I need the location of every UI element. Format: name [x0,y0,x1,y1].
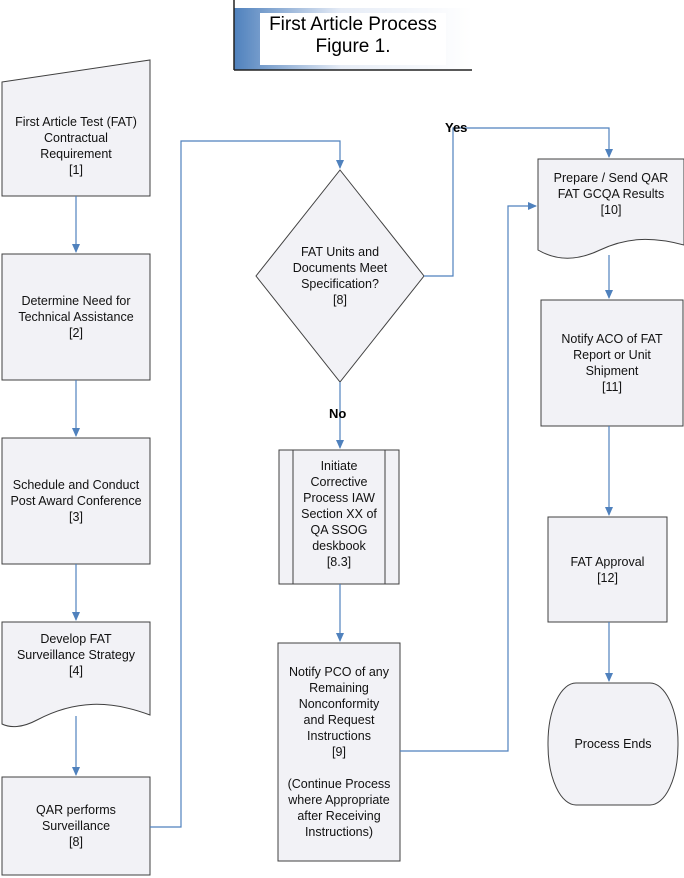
diagram-title: First Article Process Figure 1. [262,14,444,58]
node-text-line: [1] [69,163,83,177]
node-process-ends: Process Ends [548,683,678,805]
node-text-line: Technical Assistance [18,310,134,324]
node-text-line: Instructions) [304,825,374,839]
fat-approval-shape [547,516,668,623]
notify-pco-shape [277,642,401,862]
connector-decision-yes [424,127,613,277]
node-text-line: [11] [602,380,622,394]
title-line-1: First Article Process [269,14,437,35]
node-text-line: Requirement [40,147,112,161]
node-text-line: Surveillance Strategy [16,648,136,662]
node-text-line: [12] [597,570,618,585]
node-text-line: [10] [600,203,622,217]
node-text-line: Initiate [320,459,358,473]
node-text-line: Process Ends [574,737,652,751]
node-fat-approval: FAT Approval[12] [548,517,667,622]
node-text-line: Remaining [309,681,369,695]
node-text-line: Schedule and Conduct [12,478,140,492]
determine-need-shape [1,253,151,381]
node-text-line: Process IAW [303,491,375,505]
node-text-line: Corrective [310,475,368,489]
node-text-line: Instructions [307,729,371,743]
node-text-line: First Article Test (FAT) [15,115,137,129]
fat-requirement-shape [1,59,151,197]
process-ends-shape [547,682,679,806]
node-text-line: (Continue Process [287,777,391,791]
notify-aco-shape [540,299,684,427]
node-text-line: Prepare / Send QAR [553,171,669,185]
node-text-line: and Request [303,713,375,727]
node-text-line: FAT Units and [300,245,380,259]
node-text-line: [8] [69,835,83,849]
node-text-line: Post Award Conference [10,494,142,508]
node-text-line: [9] [332,745,346,759]
node-text-line: Documents Meet [292,261,388,275]
yes-label: Yes [445,120,468,135]
node-text-line: Determine Need for [21,294,131,308]
node-text-line: [8.3] [326,555,352,569]
send-results-shape [537,158,684,259]
qar-surveillance-shape [1,776,151,876]
node-text-line: Section XX of [301,507,377,521]
corrective-process-shape [278,449,400,585]
title-block [233,0,472,71]
node-text-line [337,760,340,776]
node-text-line: Contractual [44,131,108,145]
node-text-line: Notify ACO of FAT [561,332,663,346]
node-text-line: [4] [69,664,83,678]
node-text-line: where Appropriate [288,793,390,807]
node-text-line: QA SSOG [310,523,368,537]
node-surveillance-strategy: Develop FAT Surveillance Strategy [4] [2,624,150,686]
node-text-line: Develop FAT [40,632,112,646]
surveillance-strategy-shape [1,621,151,728]
node-text-line: Shipment [585,364,639,378]
post-award-conference-shape [1,437,151,565]
node-text-line: Notify PCO of any [288,665,390,679]
node-text-line: Specification? [301,277,379,291]
node-text-line: Surveillance [41,819,111,833]
node-text-line: QAR performs [36,803,116,817]
node-text-line: FAT Approval [570,554,645,569]
node-text-line: deskbook [312,539,366,553]
connector-5-to-decision [150,140,344,828]
node-text-line: [3] [69,510,83,524]
node-text-line: after Receiving [297,809,381,823]
node-text-line: Report or Unit [573,348,651,362]
connector-pco-to-results [400,202,537,752]
node-text-line: Nonconformity [298,697,380,711]
node-text-line: FAT GCQA Results [557,187,665,201]
node-text-line: [8] [333,293,347,307]
title-line-2: Figure 1. [315,36,391,57]
node-text-line: [2] [69,326,83,340]
no-label: No [329,406,347,421]
node-send-results: Prepare / Send QAR FAT GCQA Results [10] [538,166,684,222]
